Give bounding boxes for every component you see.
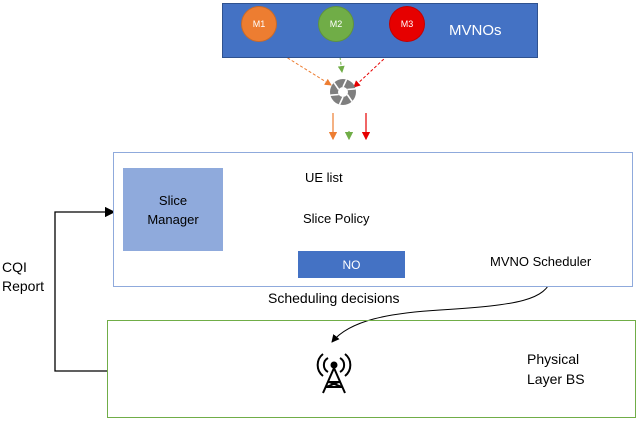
slice-policy-label: Slice Policy: [303, 211, 370, 226]
scheduling-decisions-arrow: [331, 277, 553, 343]
mvnos-title: MVNOs: [449, 22, 502, 39]
no-label: NO: [342, 257, 361, 272]
cell-tower-icon: [316, 353, 352, 394]
mvno-node-m1-label: M1: [252, 19, 266, 29]
ue-list-label: UE list: [305, 170, 343, 185]
scheduling-decisions-label: Scheduling decisions: [268, 290, 400, 306]
cqi-label-line1: CQI: [2, 259, 27, 275]
mvno-node-m2-label: M2: [329, 19, 343, 29]
mvno-node-m2: M2: [318, 6, 354, 42]
cqi-report-arrow: [54, 206, 116, 372]
cqi-report-label: CQI Report: [2, 258, 44, 296]
physical-label-line2: Layer BS: [527, 371, 585, 387]
cqi-label-line2: Report: [2, 278, 45, 294]
slice-manager-line1: Slice: [158, 192, 188, 208]
slice-manager-box: Slice Manager: [123, 168, 223, 251]
physical-label-line1: Physical: [527, 351, 580, 367]
slice-manager-line2: Manager: [147, 211, 199, 227]
mvno-node-m1: M1: [241, 6, 277, 42]
no-box: NO: [298, 251, 405, 278]
mvno-node-m3-label: M3: [400, 19, 414, 29]
m1-to-aggregator-arrow: [261, 41, 332, 86]
physical-layer-bs-box: [107, 320, 636, 418]
mvno-scheduler-label: MVNO Scheduler: [490, 254, 592, 269]
shutter-icon: [330, 79, 356, 105]
physical-layer-bs-label: Physical Layer BS: [527, 349, 585, 389]
mvno-node-m3: M3: [389, 6, 425, 42]
